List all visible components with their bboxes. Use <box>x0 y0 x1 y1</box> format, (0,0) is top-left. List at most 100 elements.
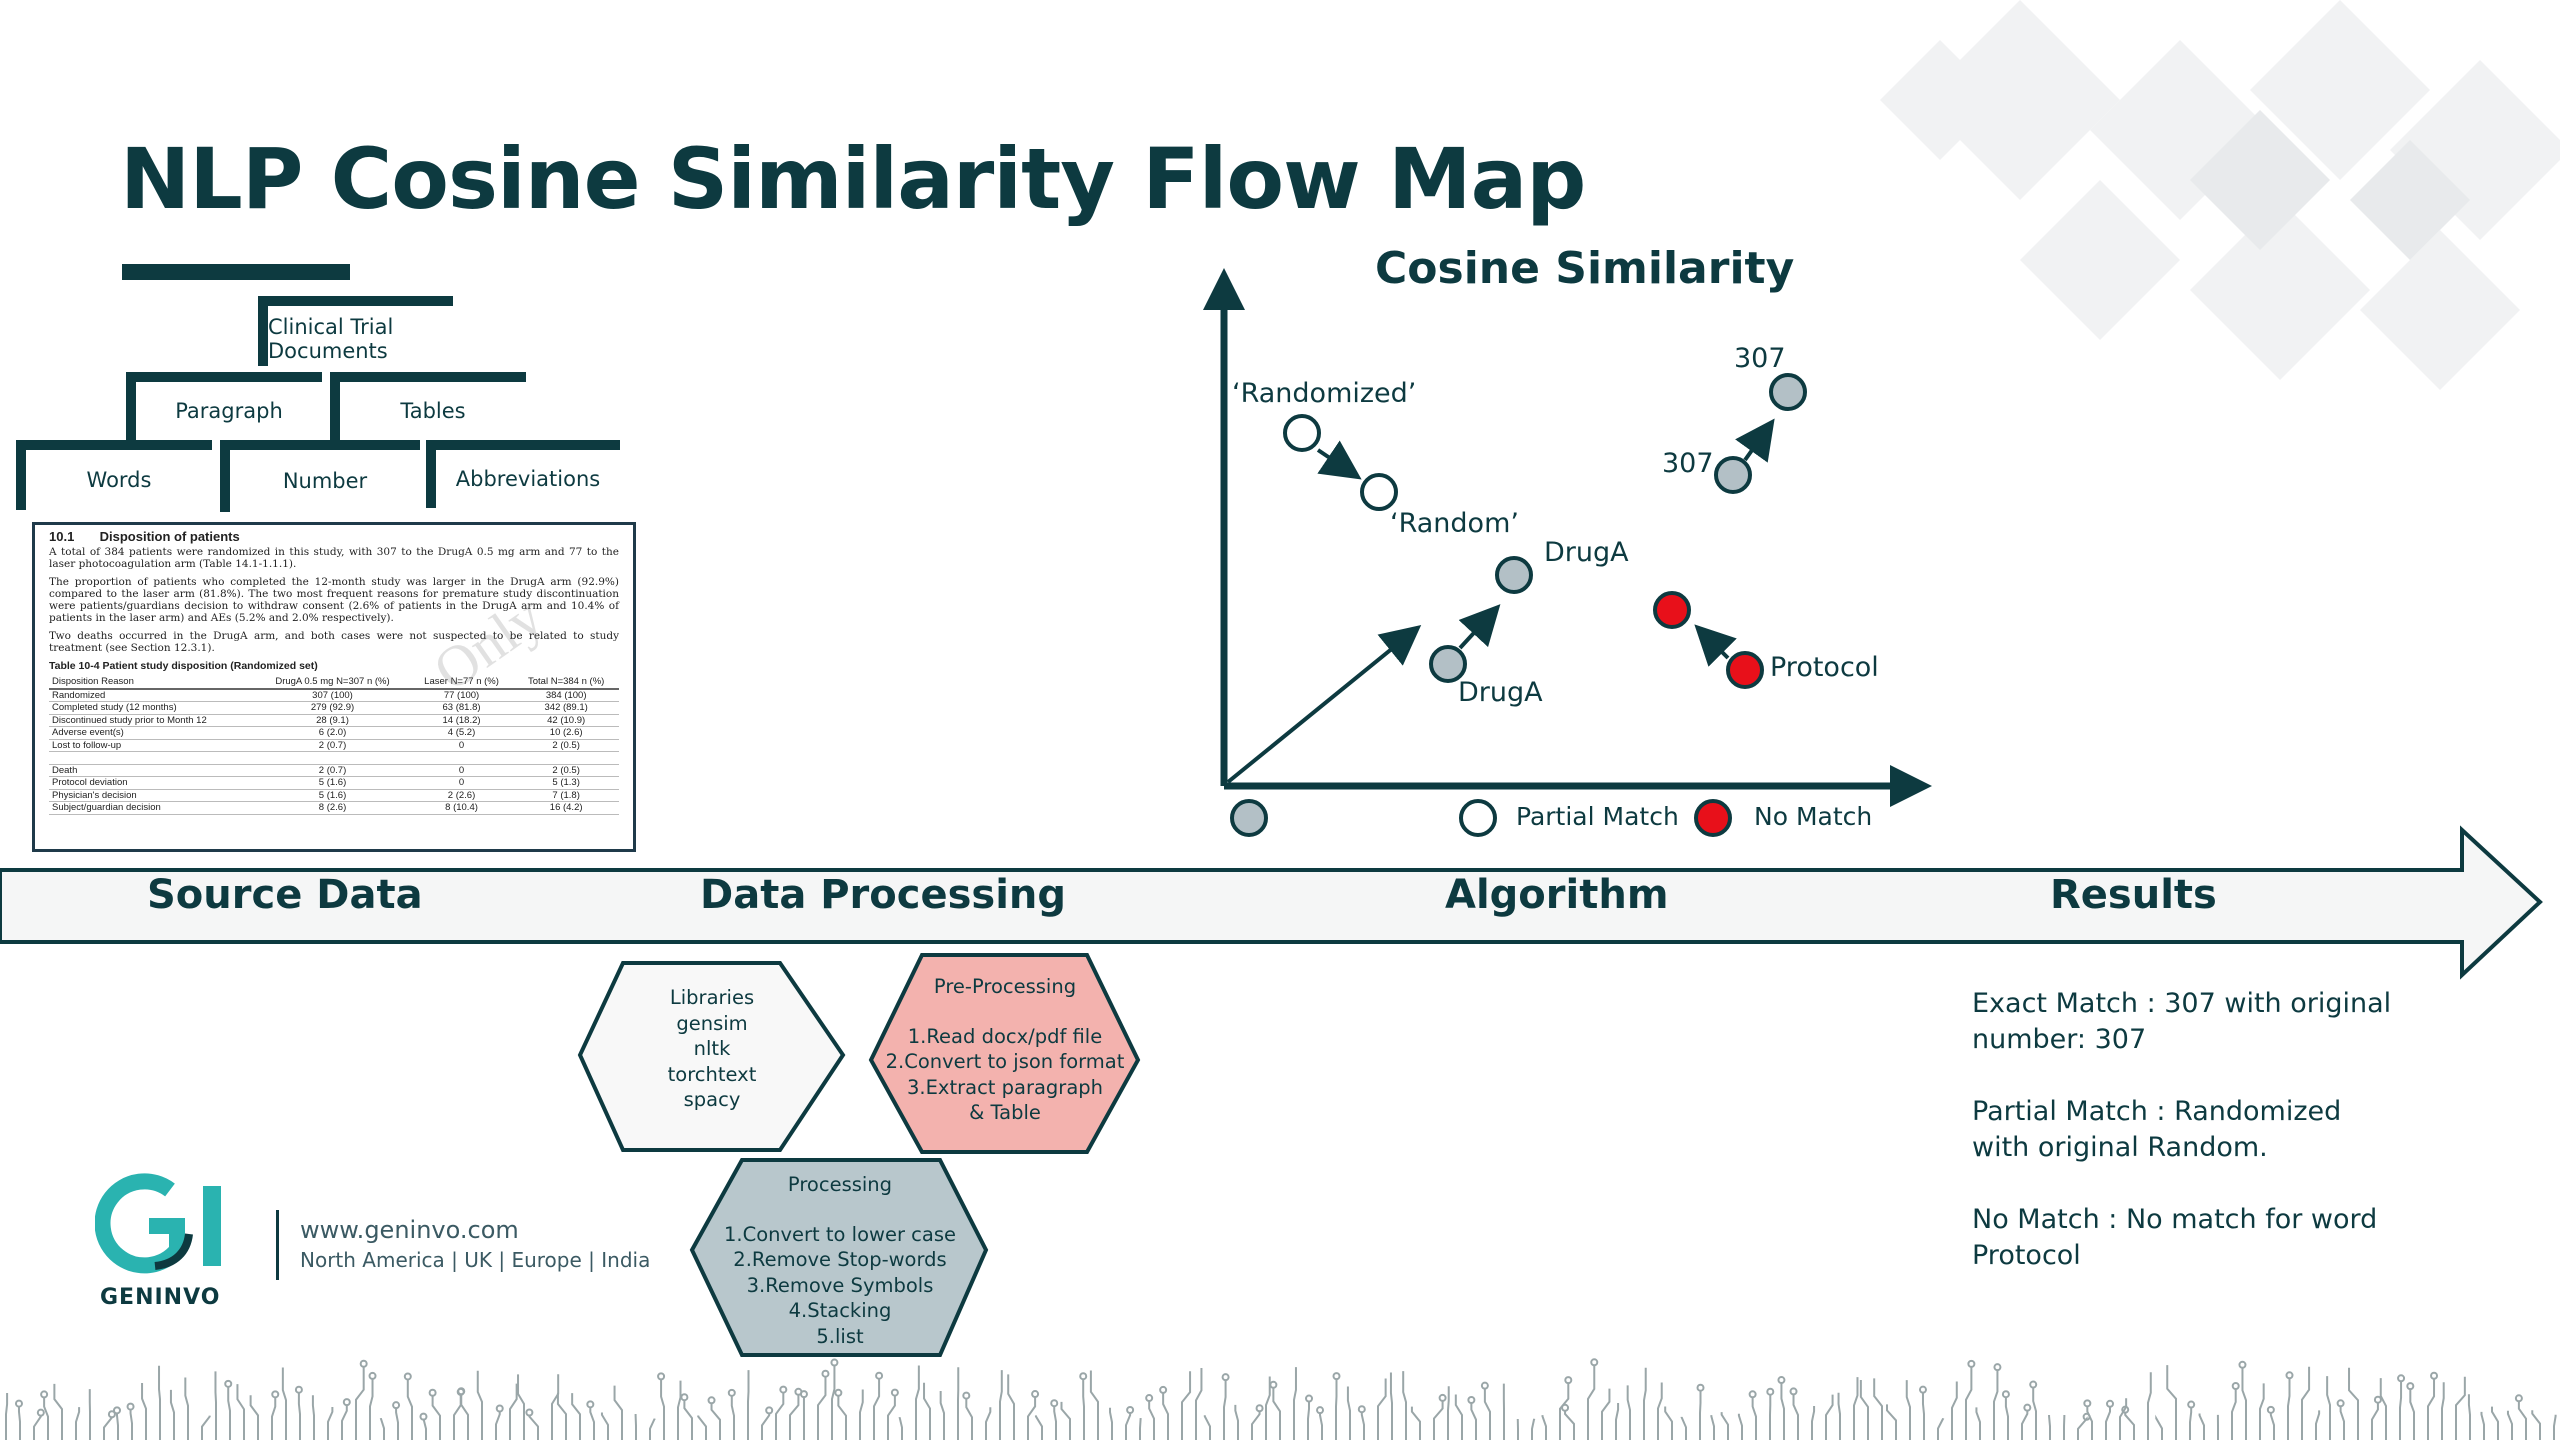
hexagon-preprocessing-text: Pre-Processing 1.Read docx/pdf file 2.Co… <box>880 974 1130 1126</box>
document-table-cell: 0 <box>409 776 514 790</box>
tree-node-clinical-trial-documents: Clinical Trial Documents <box>258 296 453 366</box>
circuit-pattern-decoration <box>5 1358 2557 1440</box>
document-table-cell: Physician's decision <box>49 789 256 802</box>
document-paragraph: The proportion of patients who completed… <box>49 576 619 624</box>
source-document-excerpt: 10.1 Disposition of patients A total of … <box>32 522 636 852</box>
document-table-cell: 5 (1.3) <box>513 776 619 790</box>
point-protocol <box>1726 651 1764 689</box>
document-table-header-cell: Total N=384 n (%) <box>513 676 619 690</box>
legend-nomatch-label: No Match <box>1754 802 1873 831</box>
tree-node-abbreviations: Abbreviations <box>426 440 620 508</box>
libraries-line: spacy <box>683 1088 741 1111</box>
document-table-cell: 28 (9.1) <box>255 714 410 727</box>
libraries-line: nltk <box>693 1037 731 1060</box>
preprocessing-line: 2.Convert to json format <box>885 1050 1125 1073</box>
document-table-row: Completed study (12 months)279 (92.9)63 … <box>49 701 619 715</box>
preprocessing-line: 1.Read docx/pdf file <box>907 1024 1103 1048</box>
document-table-cell: 8 (10.4) <box>409 801 514 815</box>
document-table-cell: 2 (0.7) <box>255 764 410 777</box>
randomized-arrow <box>1316 440 1362 480</box>
document-table-cell: Discontinued study prior to Month 12 <box>49 714 256 727</box>
stage-results: Results <box>2050 872 2217 918</box>
stage-algorithm: Algorithm <box>1445 872 1669 918</box>
result-exact-match: Exact Match : 307 with original number: … <box>1972 988 2392 1055</box>
document-table-cell: 7 (1.8) <box>513 789 619 802</box>
processing-line: 1.Convert to lower case <box>723 1222 957 1246</box>
hexagon-libraries-text: Libraries gensim nltk torchtext spacy <box>612 985 812 1113</box>
tree-node-words: Words <box>16 440 212 510</box>
label-randomized: ‘Randomized’ <box>1232 378 1417 409</box>
document-table-cell: 8 (2.6) <box>255 801 410 815</box>
document-table-cell <box>409 751 514 765</box>
stage-data-processing: Data Processing <box>700 872 1067 918</box>
tree-node-label: Paragraph <box>175 399 283 423</box>
document-table-cell: 2 (0.7) <box>255 739 410 752</box>
processing-title: Processing <box>787 1173 893 1196</box>
document-table-cell: Death <box>49 764 256 777</box>
document-table-cell: Protocol deviation <box>49 776 256 790</box>
document-table-cell: 0 <box>409 739 514 752</box>
point-randomized <box>1283 414 1321 452</box>
brand-name: GENINVO <box>100 1285 221 1310</box>
document-table-cell: Completed study (12 months) <box>49 701 256 715</box>
tree-node-label: Clinical Trial Documents <box>268 315 394 363</box>
libraries-line: torchtext <box>667 1062 757 1086</box>
document-table-header-cell: DrugA 0.5 mg N=307 n (%) <box>255 676 410 690</box>
title-underline <box>122 264 350 280</box>
label-307-top: 307 <box>1734 343 1786 374</box>
document-table-cell: 5 (1.6) <box>255 776 410 790</box>
hexagon-processing <box>689 1158 989 1357</box>
document-table-cell: 0 <box>409 764 514 777</box>
origin-vector-arrow <box>1226 624 1422 784</box>
geninvo-logo-icon <box>95 1173 221 1274</box>
point-protocol-original <box>1653 591 1691 629</box>
document-table-row: Adverse event(s)6 (2.0)4 (5.2)10 (2.6) <box>49 726 619 740</box>
document-table-cell <box>513 751 619 765</box>
point-druga-bottom <box>1429 645 1467 683</box>
legend-partial-label: Partial Match <box>1516 802 1679 831</box>
document-table-cell: 2 (0.5) <box>513 739 619 752</box>
processing-line: 4.Stacking <box>788 1299 892 1322</box>
document-table-cell <box>49 751 256 765</box>
tree-node-label: Number <box>282 469 368 493</box>
libraries-line: Libraries <box>669 986 755 1009</box>
document-table-cell: Lost to follow-up <box>49 739 256 752</box>
document-table-caption: Table 10-4 Patient study disposition (Ra… <box>49 660 318 672</box>
brand-regions: North America | UK | Europe | India <box>300 1248 651 1272</box>
document-table-cell: 10 (2.6) <box>513 726 619 740</box>
document-table-cell: 342 (89.1) <box>513 701 619 715</box>
hexagon-preprocessing <box>868 953 1141 1154</box>
document-table-cell <box>255 751 410 765</box>
background-diamond-pattern <box>1880 0 2560 390</box>
point-random <box>1360 473 1398 511</box>
label-random: ‘Random’ <box>1390 508 1519 539</box>
legend-grey-marker <box>1230 799 1268 837</box>
label-307-left: 307 <box>1662 448 1714 479</box>
brand-url-link[interactable]: www.geninvo.com <box>300 1216 519 1244</box>
document-paragraph: A total of 384 patients were randomized … <box>49 546 619 570</box>
preprocessing-line: 3.Extract paragraph <box>906 1075 1104 1099</box>
stage-source-data: Source Data <box>147 872 423 918</box>
document-section-number: 10.1 <box>49 529 75 544</box>
tree-node-label: Abbreviations <box>455 467 601 491</box>
tree-node-label: Tables <box>400 399 466 423</box>
document-table-cell: Subject/guardian decision <box>49 801 256 815</box>
document-table-header-cell: Disposition Reason <box>49 676 256 690</box>
point-307-left <box>1714 456 1752 494</box>
document-paragraph: Two deaths occurred in the DrugA arm, an… <box>49 630 619 654</box>
document-table-row <box>49 751 619 765</box>
preprocessing-title: Pre-Processing <box>933 975 1077 998</box>
document-table-cell: 63 (81.8) <box>409 701 514 715</box>
brand-divider <box>276 1210 279 1280</box>
result-no-match: No Match : No match for word Protocol <box>1972 1204 2378 1271</box>
document-table-cell: 14 (18.2) <box>409 714 514 727</box>
